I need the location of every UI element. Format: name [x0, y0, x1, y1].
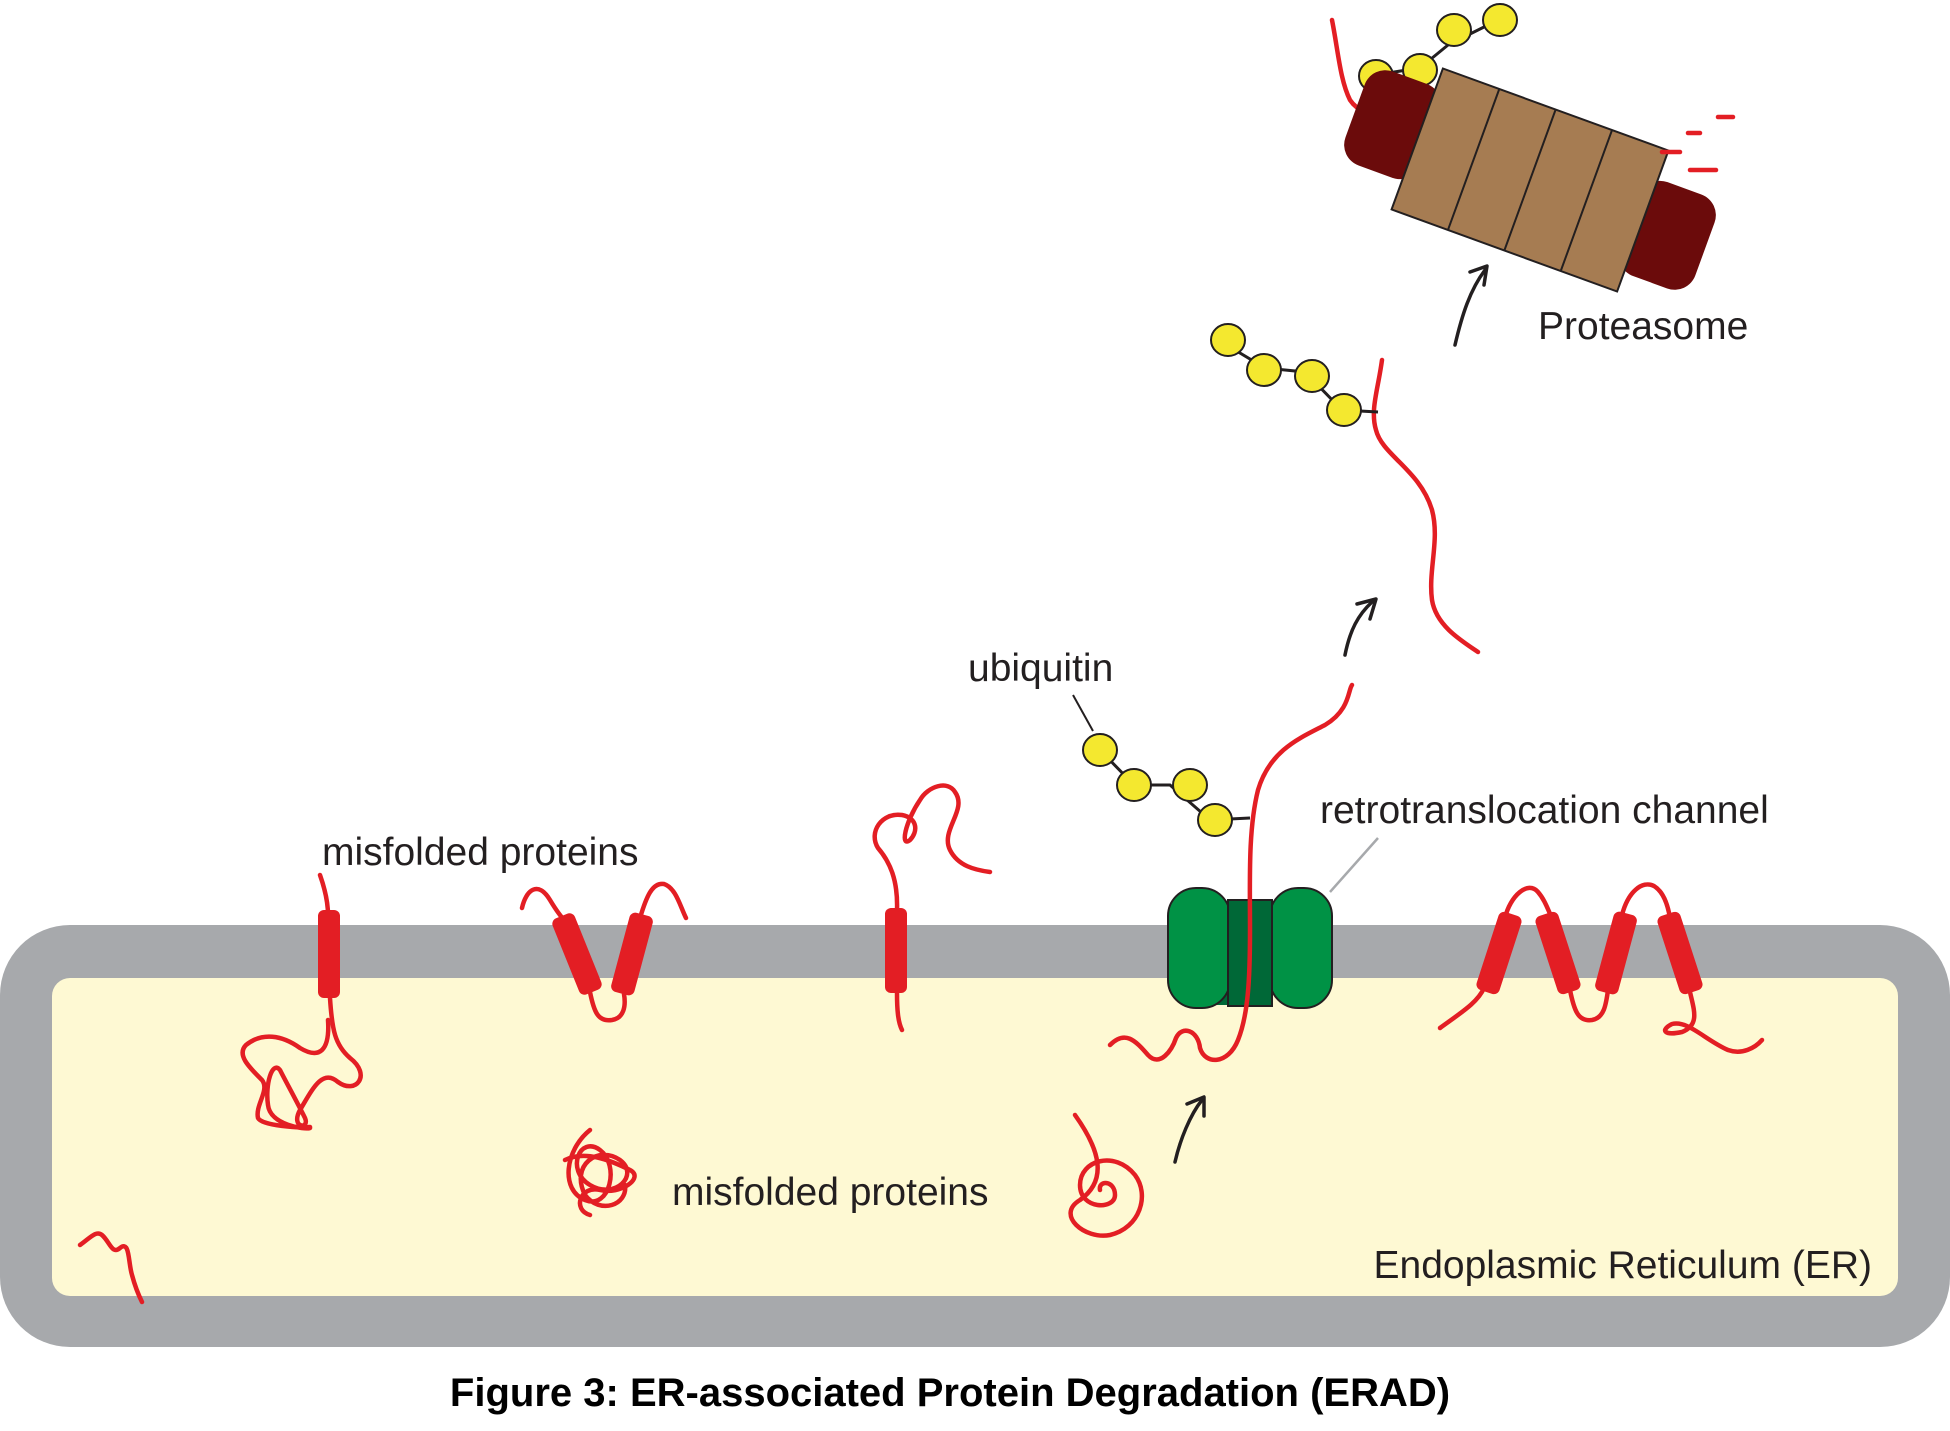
spiral-protein	[1068, 1112, 1145, 1238]
label-er: Endoplasmic Reticulum (ER)	[1374, 1244, 1873, 1287]
small-protein	[77, 1231, 145, 1305]
membrane-protein-2	[519, 881, 689, 1023]
label-misfolded-lumen: misfolded proteins	[672, 1171, 989, 1214]
proteasome	[1329, 3, 1716, 293]
label-ubiquitin: ubiquitin	[968, 647, 1113, 690]
retrotranslocation-channel	[1167, 887, 1333, 1009]
label-misfolded-membrane: misfolded proteins	[322, 831, 639, 874]
translocating-protein	[1107, 682, 1355, 1063]
aggregated-protein	[562, 1127, 637, 1218]
er-lumen	[52, 978, 1898, 1296]
label-proteasome: Proteasome	[1538, 305, 1748, 348]
arrow-to-channel	[1173, 1095, 1206, 1164]
membrane-protein-1	[240, 872, 363, 1131]
ubiquitin-chain-1	[1082, 733, 1251, 837]
channel-pointer	[1329, 837, 1379, 893]
peptide-fragments	[1659, 114, 1736, 173]
membrane-protein-4	[1437, 882, 1765, 1054]
label-retrotranslocation-channel: retrotranslocation channel	[1320, 789, 1769, 832]
membrane-protein-3	[872, 783, 993, 1033]
arrow-up-channel	[1343, 597, 1378, 657]
arrow-to-proteasome	[1453, 264, 1489, 347]
cytosolic-protein	[1210, 323, 1481, 655]
figure-caption: Figure 3: ER-associated Protein Degradat…	[450, 1371, 1450, 1415]
ubiquitin-pointer	[1072, 694, 1094, 732]
